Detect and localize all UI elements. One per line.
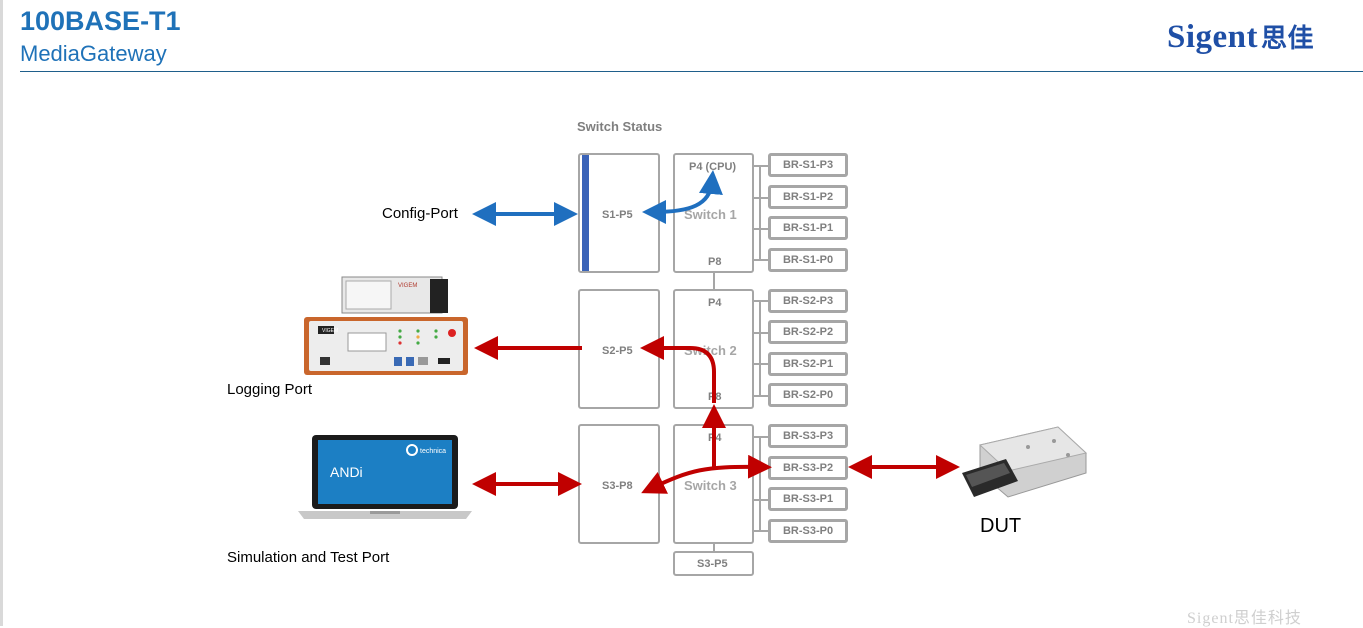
s3-p5-port[interactable]: S3-P5 <box>673 551 754 576</box>
switch-1-bottom-port: P8 <box>708 256 722 268</box>
switch-status-heading: Switch Status <box>577 119 663 134</box>
br-s1-p3[interactable]: BR-S1-P3 <box>768 153 848 177</box>
logging-device-image: VIGEM VIGEM <box>304 276 468 375</box>
br-s3-p1[interactable]: BR-S3-P1 <box>768 487 848 511</box>
s2-route-arrow <box>640 336 716 403</box>
cpu-route-arrow <box>642 170 723 224</box>
port-label-s3: S3-P8 <box>602 480 633 492</box>
logo-text: Sigent <box>1167 19 1259 55</box>
br-s1-p1[interactable]: BR-S1-P1 <box>768 216 848 240</box>
br-s2-p0[interactable]: BR-S2-P0 <box>768 383 848 407</box>
br-s2-p1[interactable]: BR-S2-P1 <box>768 352 848 376</box>
br-s3-p3[interactable]: BR-S3-P3 <box>768 424 848 448</box>
br-s1-p0[interactable]: BR-S1-P0 <box>768 248 848 272</box>
br-s2-p2[interactable]: BR-S2-P2 <box>768 320 848 344</box>
br-s3-p0[interactable]: BR-S3-P0 <box>768 519 848 543</box>
config-port-label: Config-Port <box>382 205 458 222</box>
logger-brand-front: VIGEM <box>322 328 338 334</box>
dut-label: DUT <box>980 515 1022 537</box>
simulation-port-label: Simulation and Test Port <box>227 549 390 566</box>
header-rule <box>20 71 1363 72</box>
br-s1-p2[interactable]: BR-S1-P2 <box>768 185 848 209</box>
slide-title: 100BASE-T1 <box>20 6 181 36</box>
dut-ecu-image <box>962 426 1088 498</box>
slide-subtitle: MediaGateway <box>20 41 167 66</box>
port-label-s2: S2-P5 <box>602 345 633 357</box>
left-border <box>0 0 3 626</box>
s3-p5-label: S3-P5 <box>697 558 728 570</box>
switch-1-top-port: P4 (CPU) <box>689 161 737 173</box>
br-s2-p3[interactable]: BR-S2-P3 <box>768 289 848 313</box>
s1-active-bar <box>582 155 589 271</box>
laptop-brand-text: technica <box>420 448 446 455</box>
logo-cn-text: 思佳 <box>1261 24 1315 54</box>
laptop-image: ANDi technica <box>298 435 472 519</box>
port-label-s1: S1-P5 <box>602 209 633 221</box>
laptop-screen-text: ANDi <box>330 464 363 480</box>
switch-2-top-port: P4 <box>708 297 722 309</box>
logging-port-label: Logging Port <box>227 381 313 398</box>
watermark: Sigent思佳科技 <box>1187 610 1302 627</box>
s3-route-arrow <box>641 454 772 494</box>
logger-brand-top: VIGEM <box>398 283 417 289</box>
